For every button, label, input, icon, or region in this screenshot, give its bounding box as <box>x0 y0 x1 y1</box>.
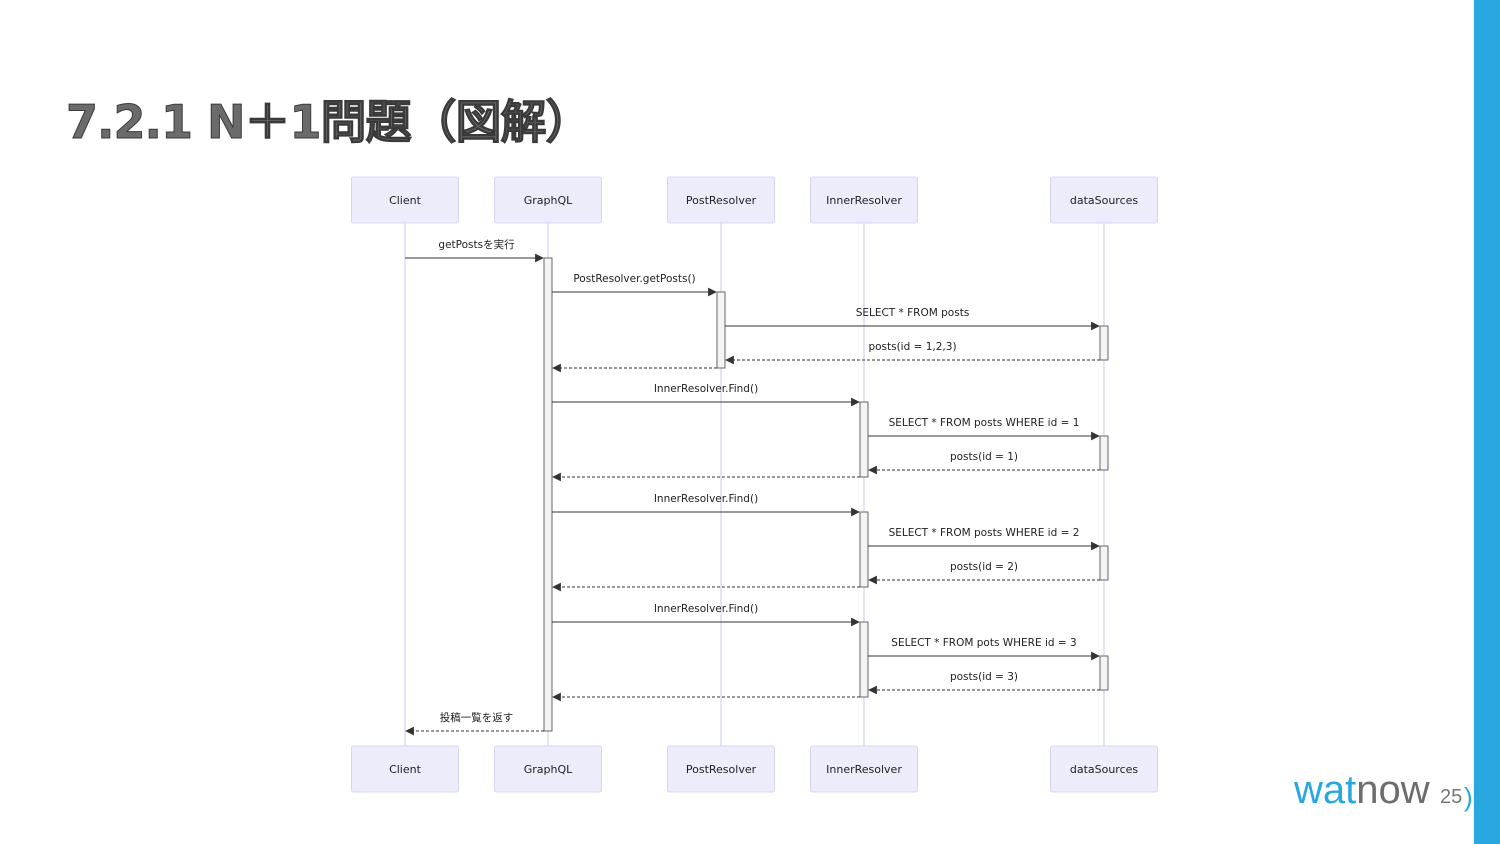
participant-label-post-resolver-top: PostResolver <box>686 194 757 207</box>
participant-box-inner-resolver-top <box>810 176 918 224</box>
participant-label-post-resolver-bottom: PostResolver <box>686 763 757 776</box>
participant-label-client-bottom: Client <box>389 763 422 776</box>
participant-label-inner-resolver-bottom: InnerResolver <box>826 763 902 776</box>
activation-inner-resolver-8 <box>859 621 869 698</box>
message-label-4: posts(id = 1,2,3) <box>868 341 956 353</box>
message-label-16: posts(id = 3) <box>950 671 1018 683</box>
message-label-2: PostResolver.getPosts() <box>573 273 695 285</box>
participant-label-data-sources-top: dataSources <box>1070 194 1139 207</box>
activation-graph-ql-1 <box>543 257 553 732</box>
participant-box-graph-ql-top <box>494 176 602 224</box>
message-label-14: InnerResolver.Find() <box>654 603 758 615</box>
activation-data-sources-3 <box>1099 325 1109 361</box>
page-number: 25 <box>1440 786 1463 808</box>
participant-box-data-sources-bottom <box>1050 745 1158 793</box>
message-label-18: 投稿一覧を返す <box>440 711 514 724</box>
participant-box-client-top <box>351 176 459 224</box>
participant-box-data-sources-top <box>1050 176 1158 224</box>
message-label-10: InnerResolver.Find() <box>654 493 758 505</box>
activation-data-sources-5 <box>1099 435 1109 471</box>
watnow-logo: watnow <box>1294 768 1430 813</box>
activation-data-sources-7 <box>1099 545 1109 581</box>
activation-post-resolver-2 <box>716 291 726 369</box>
message-label-8: posts(id = 1) <box>950 451 1018 463</box>
participant-box-post-resolver-top <box>667 176 775 224</box>
participant-label-data-sources-bottom: dataSources <box>1070 763 1139 776</box>
message-label-3: SELECT * FROM posts <box>856 307 970 319</box>
message-label-1: getPostsを実行 <box>438 238 515 251</box>
participant-box-inner-resolver-bottom <box>810 745 918 793</box>
message-label-7: SELECT * FROM posts WHERE id = 1 <box>889 417 1080 429</box>
participant-box-client-bottom <box>351 745 459 793</box>
message-label-15: SELECT * FROM pots WHERE id = 3 <box>891 637 1076 649</box>
activation-inner-resolver-4 <box>859 401 869 478</box>
participant-box-graph-ql-bottom <box>494 745 602 793</box>
message-label-11: SELECT * FROM posts WHERE id = 2 <box>889 527 1080 539</box>
accent-bar <box>1474 0 1500 844</box>
message-label-6: InnerResolver.Find() <box>654 383 758 395</box>
participant-label-client-top: Client <box>389 194 422 207</box>
activation-inner-resolver-6 <box>859 511 869 588</box>
logo-wat-text: wat <box>1294 768 1357 812</box>
slide-title: 7.2.1 N＋1問題（図解） <box>66 95 592 150</box>
message-label-12: posts(id = 2) <box>950 561 1018 573</box>
corner-mark: ) <box>1464 782 1473 812</box>
participant-label-graph-ql-bottom: GraphQL <box>524 763 573 776</box>
participant-label-inner-resolver-top: InnerResolver <box>826 194 902 207</box>
logo-now-text: now <box>1356 768 1430 812</box>
activation-data-sources-9 <box>1099 655 1109 691</box>
participant-box-post-resolver-bottom <box>667 745 775 793</box>
participant-label-graph-ql-top: GraphQL <box>524 194 573 207</box>
